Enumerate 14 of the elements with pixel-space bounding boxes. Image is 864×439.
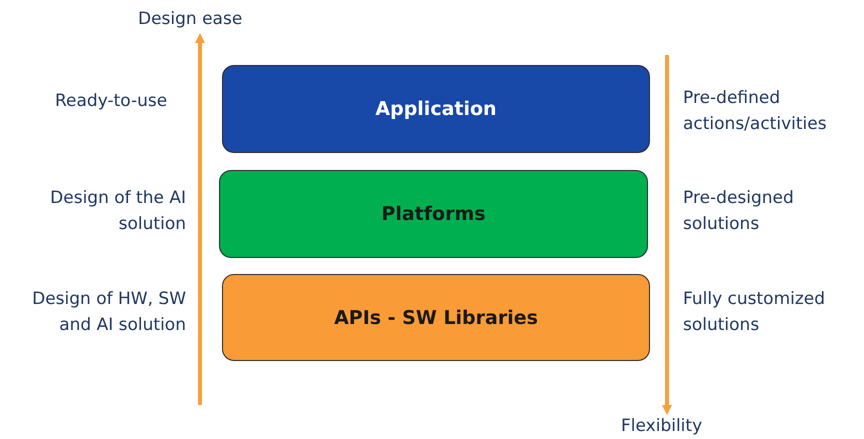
level-label: Design of the AI solution [49, 187, 186, 236]
layer-box [222, 65, 650, 153]
layer-title: Platforms [381, 203, 486, 225]
level-label: Pre-defined actions/activities [683, 87, 828, 136]
layer-title: APIs - SW Libraries [334, 306, 538, 328]
layer-title: Application [375, 98, 497, 120]
axis-label: Flexibility [621, 415, 704, 438]
level-label: Pre-designed solutions [683, 187, 795, 236]
layer-box [219, 170, 648, 258]
axis-label: Design ease [138, 8, 244, 31]
level-label: Ready-to-use [55, 90, 168, 113]
level-label: Fully customized solutions [683, 288, 826, 337]
layer-box [222, 274, 650, 361]
level-label: Design of HW, SW and AI solution [31, 288, 186, 337]
